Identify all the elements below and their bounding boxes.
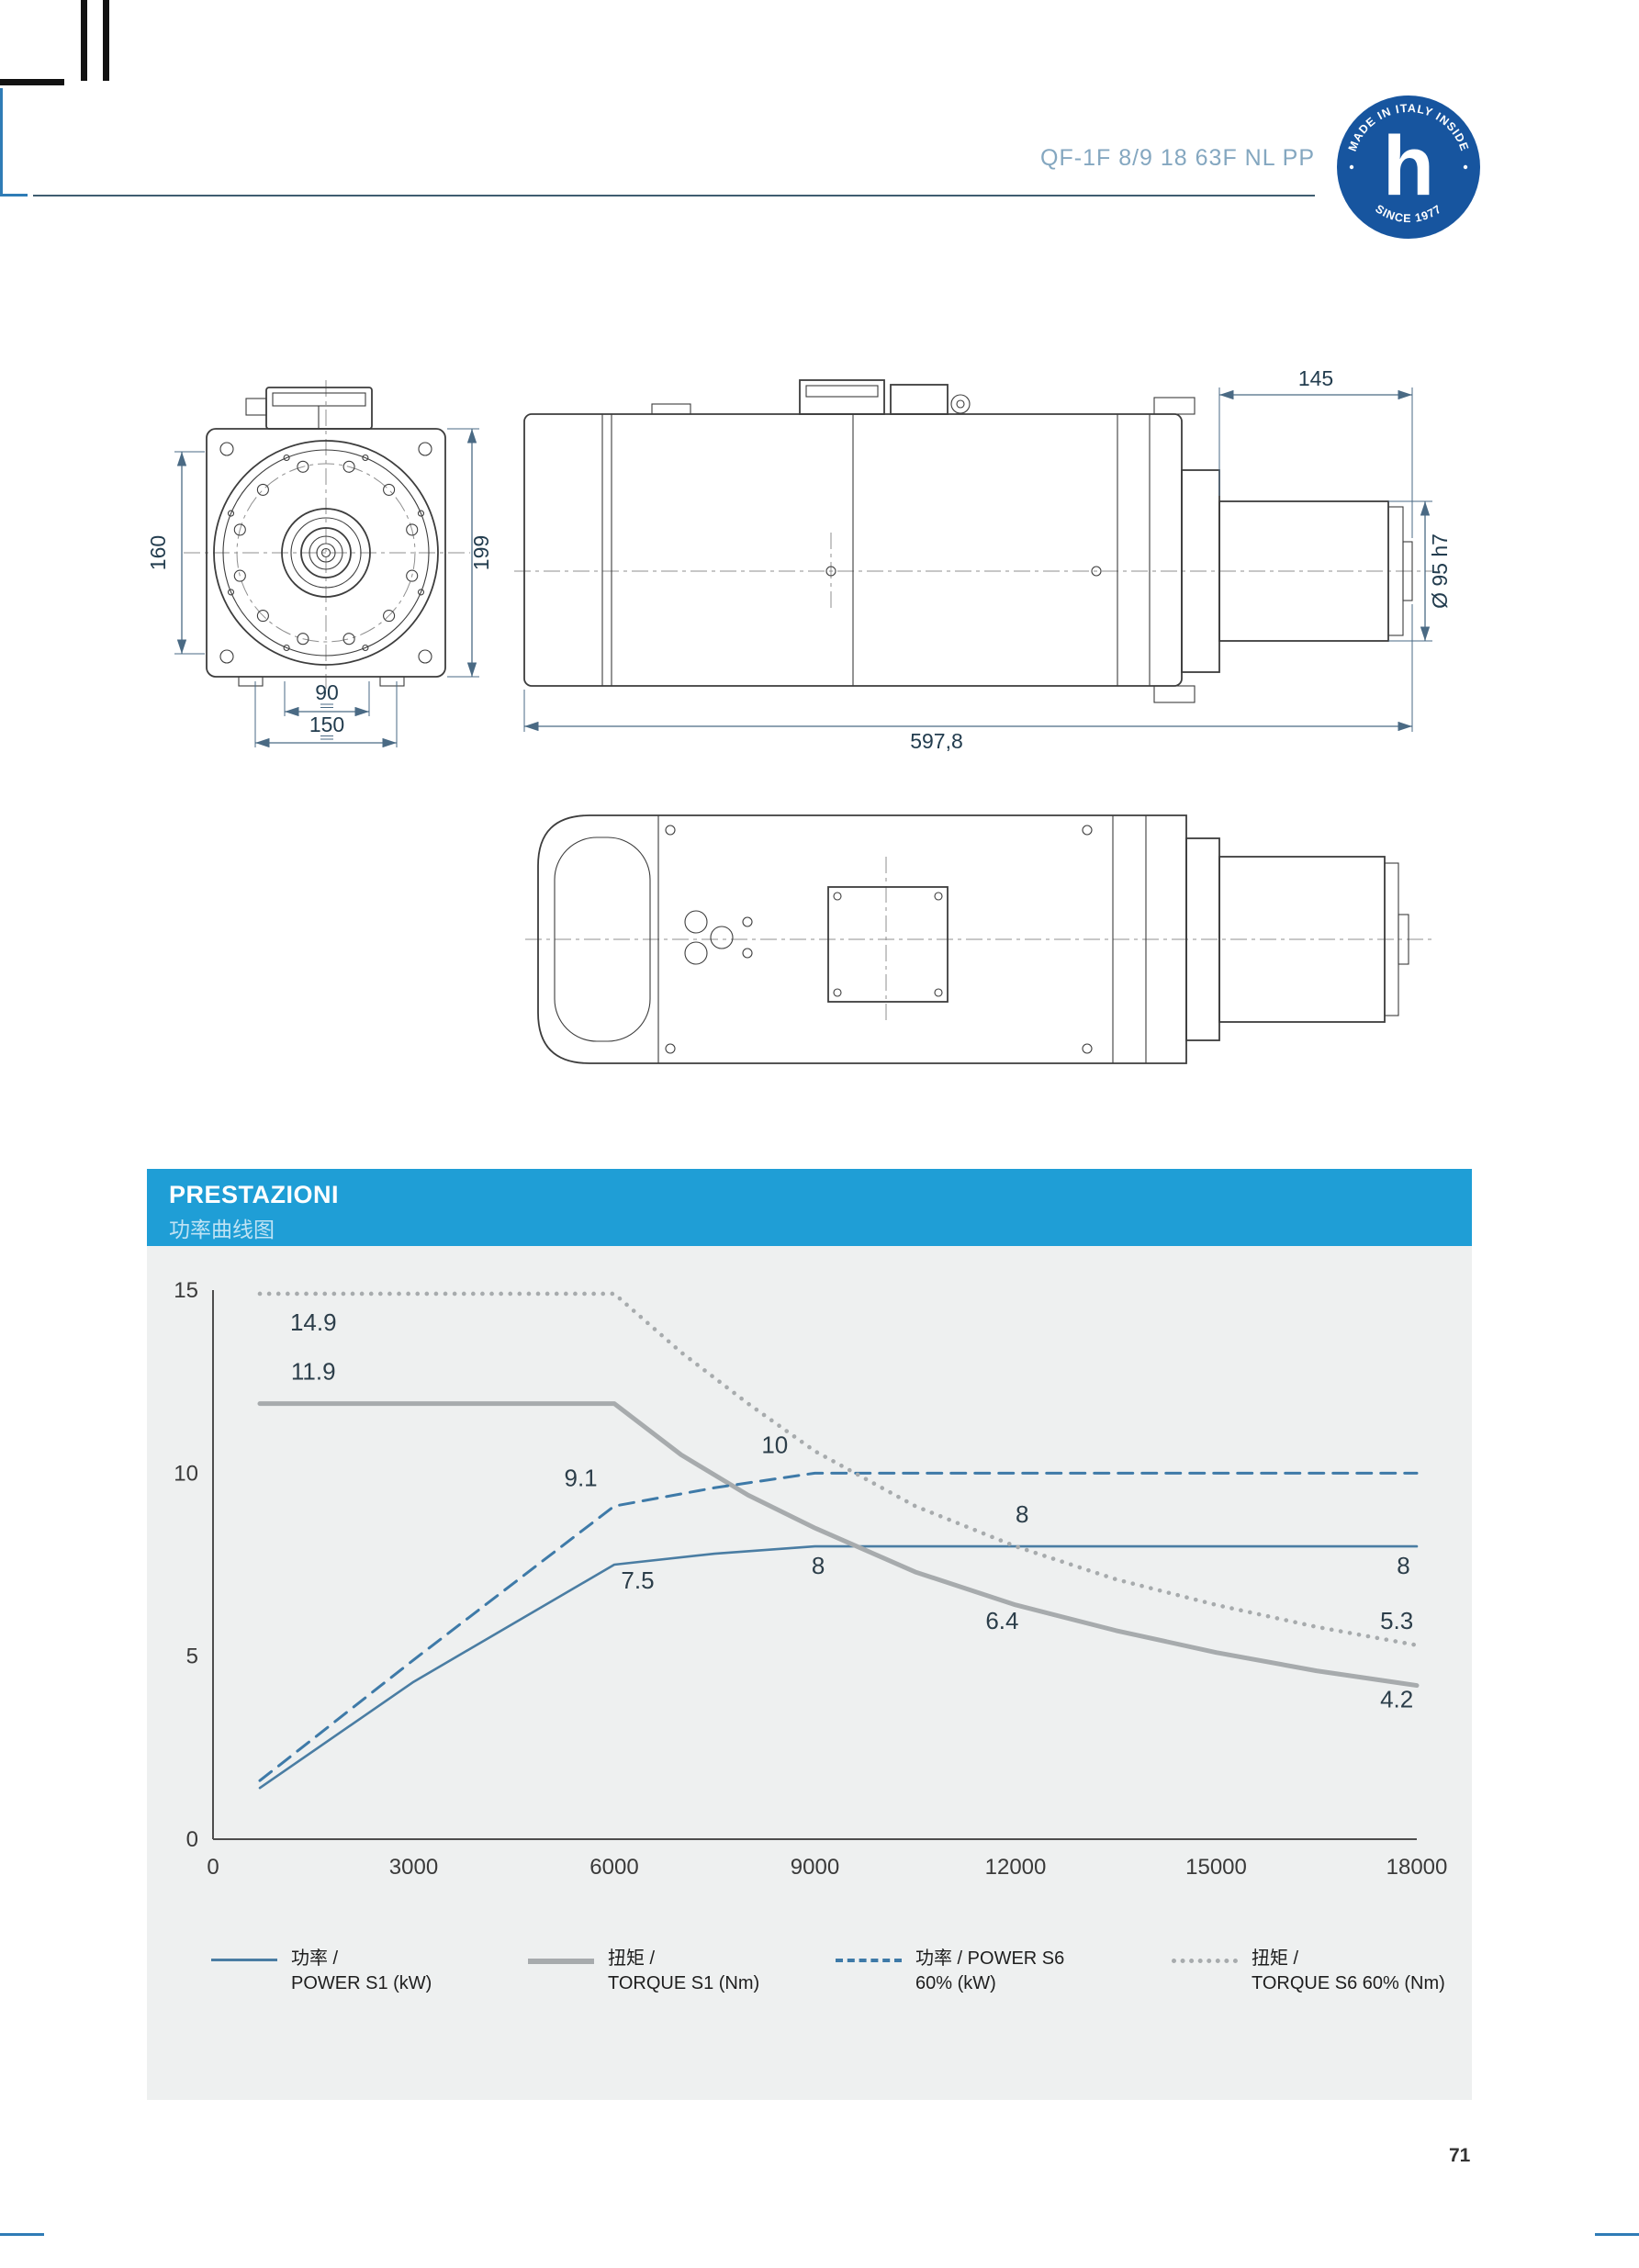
x-tick-label: 18000 (1386, 1855, 1448, 1880)
legend-item-power-s6: 功率 / POWER S6 60% (kW) (836, 1947, 1064, 1996)
page-title: QF-1F 8/9 18 63F NL PP (1040, 145, 1315, 171)
dim-label-shaft-diameter: Ø 95 h7 (1428, 533, 1452, 609)
legend-torque-s1-en: TORQUE S1 (Nm) (608, 1973, 760, 1993)
print-mark-bottom-left (0, 2233, 44, 2236)
badge-dot-left (1349, 164, 1354, 170)
y-tick-label: 5 (186, 1645, 198, 1669)
legend-item-torque-s1: 扭矩 / TORQUE S1 (Nm) (528, 1947, 759, 1996)
value-label: 6.4 (985, 1607, 1018, 1634)
front-body-outline (206, 387, 446, 687)
header-rule (33, 195, 1315, 196)
print-mark-bottom-right (1595, 2233, 1639, 2236)
print-mark-left-horizontal (0, 194, 28, 196)
series-line-solid-thin (258, 1544, 1419, 1790)
dim-label-total-length: 597,8 (910, 729, 963, 753)
y-tick-label: 15 (174, 1278, 198, 1303)
badge-circle (1337, 95, 1480, 239)
x-tick-label: 0 (207, 1855, 219, 1880)
panel-subtitle: 功率曲线图 (169, 1218, 275, 1241)
bottom-view-drawing (525, 814, 1434, 1064)
legend-torque-s6-en: TORQUE S6 60% (Nm) (1252, 1973, 1445, 1993)
legend-sample-power-s6 (836, 1959, 902, 1962)
x-tick-label: 15000 (1185, 1855, 1247, 1880)
series-line-dashed (258, 1471, 1419, 1782)
value-label: 4.2 (1380, 1685, 1413, 1712)
print-mark-left-vertical (0, 88, 3, 196)
badge-dot-right (1463, 164, 1468, 170)
series-line-dotted (257, 1291, 1420, 1648)
y-tick-label: 10 (174, 1461, 198, 1486)
crop-mark-left (0, 79, 64, 85)
bottom-shaft-outline (1185, 837, 1409, 1041)
dim-label-160: 160 (146, 535, 170, 570)
made-in-italy-badge: MADE IN ITALY INSIDE SINCE 1977 h (1337, 95, 1480, 239)
front-view-drawing: 160 199 90 150 (146, 380, 493, 748)
legend-power-s6-en: 60% (kW) (915, 1973, 996, 1993)
legend-torque-s1-cn: 扭矩 / (608, 1948, 656, 1969)
side-dimensions: 145 Ø 95 h7 597,8 (523, 367, 1452, 753)
value-label: 7.5 (621, 1566, 654, 1594)
bottom-centerlines (525, 857, 1434, 1022)
legend-power-s1-cn: 功率 / (291, 1948, 339, 1969)
legend-item-torque-s6: 扭矩 / TORQUE S6 60% (Nm) (1172, 1947, 1445, 1996)
x-tick-label: 12000 (985, 1855, 1047, 1880)
front-bolt-holes (219, 442, 432, 664)
dim-label-145: 145 (1298, 367, 1333, 390)
value-label: 5.3 (1380, 1607, 1413, 1634)
x-tick-label: 6000 (589, 1855, 638, 1880)
series-line-solid-thick (257, 1401, 1420, 1689)
hsd-logo-letter: h (1383, 119, 1434, 213)
side-view-drawing: 145 Ø 95 h7 597,8 (514, 367, 1452, 753)
bottom-body-outline (537, 814, 1187, 1064)
x-tick-label: 3000 (389, 1855, 438, 1880)
value-label: 8 (1016, 1500, 1028, 1528)
value-label: 14.9 (290, 1308, 337, 1336)
value-label: 10 (761, 1431, 788, 1458)
side-body-outline (523, 379, 1196, 703)
value-label: 8 (812, 1552, 825, 1579)
performance-panel-body: 0 3000 6000 9000 12000 15000 18000 0 5 10 15 14.9 11… (147, 1246, 1472, 2100)
front-centerlines (184, 380, 470, 689)
front-dimensions: 160 199 90 150 (146, 428, 493, 748)
side-centerlines (514, 533, 1432, 611)
panel-title: PRESTAZIONI (169, 1181, 340, 1208)
front-flange-circles (213, 440, 439, 666)
legend-sample-power-s1 (211, 1959, 277, 1961)
performance-panel-header: PRESTAZIONI 功率曲线图 (147, 1169, 1472, 1246)
value-label: 11.9 (291, 1358, 336, 1386)
side-shaft-outline (1181, 469, 1413, 673)
y-tick-label: 0 (186, 1827, 198, 1852)
x-tick-label: 9000 (791, 1855, 839, 1880)
legend-sample-torque-s6 (1172, 1959, 1238, 1963)
legend-torque-s6-cn: 扭矩 / (1252, 1948, 1299, 1969)
performance-chart: 0 3000 6000 9000 12000 15000 18000 0 5 10 15 14.9 11… (174, 1278, 1448, 1880)
legend-power-s6-cn: 功率 / POWER S6 (915, 1948, 1065, 1969)
legend-item-power-s1: 功率 / POWER S1 (kW) (211, 1947, 432, 1996)
crop-mark-top-1 (81, 0, 87, 81)
value-label: 8 (1397, 1552, 1409, 1579)
crop-mark-top-2 (103, 0, 109, 81)
page-number: 71 (1449, 2145, 1471, 2166)
dim-label-90: 90 (315, 680, 339, 704)
legend-sample-torque-s1 (528, 1959, 594, 1964)
dim-label-199: 199 (469, 535, 493, 570)
dim-label-150: 150 (309, 713, 344, 736)
legend-power-s1-en: POWER S1 (kW) (291, 1973, 432, 1993)
value-label: 9.1 (565, 1464, 598, 1491)
